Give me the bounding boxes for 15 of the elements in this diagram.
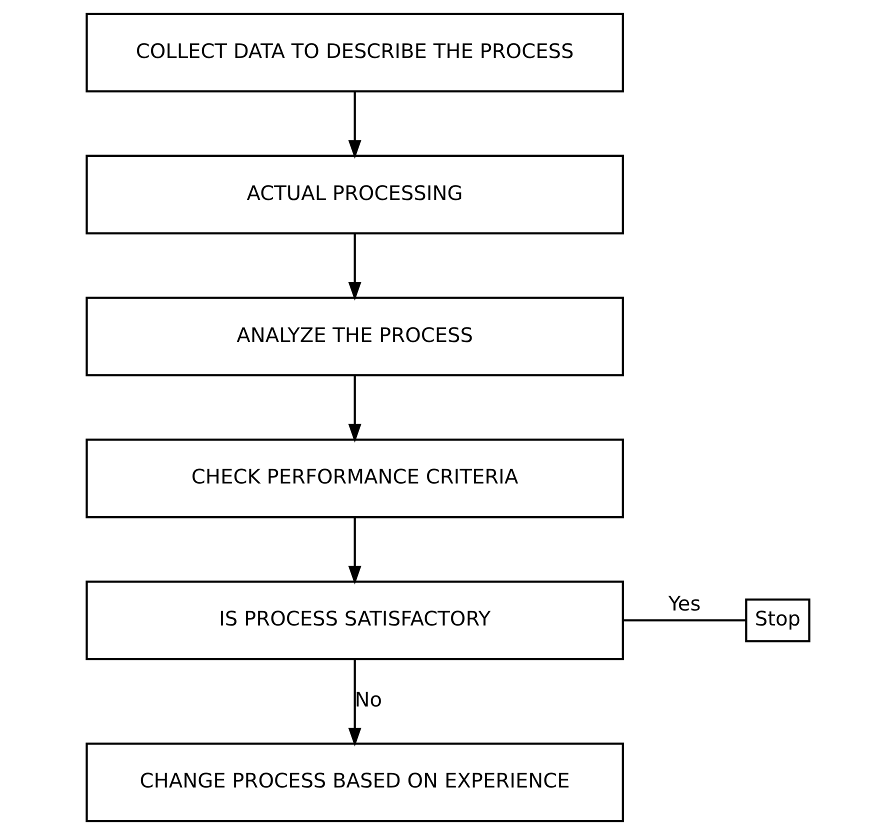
arrow bbox=[348, 659, 361, 747]
edge-label: No bbox=[354, 688, 382, 712]
node-box: ACTUAL PROCESSING bbox=[85, 154, 624, 234]
connector bbox=[622, 619, 746, 622]
arrow bbox=[348, 234, 361, 301]
node-box: COLLECT DATA TO DESCRIBE THE PROCESS bbox=[85, 12, 624, 92]
arrow bbox=[348, 92, 361, 159]
arrow bbox=[348, 518, 361, 585]
node-box: Stop bbox=[744, 598, 810, 642]
node-box: ANALYZE THE PROCESS bbox=[85, 296, 624, 376]
edge-label: Yes bbox=[668, 592, 700, 616]
node-box: CHANGE PROCESS BASED ON EXPERIENCE bbox=[85, 742, 624, 822]
arrow bbox=[348, 376, 361, 443]
node-box: IS PROCESS SATISFACTORY bbox=[85, 580, 624, 660]
node-box: CHECK PERFORMANCE CRITERIA bbox=[85, 438, 624, 518]
